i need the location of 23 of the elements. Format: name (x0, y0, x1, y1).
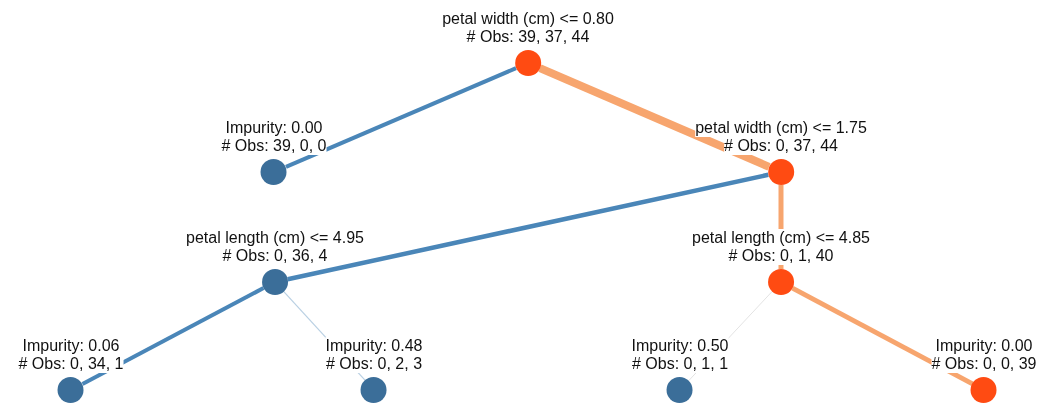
tree-branch-line (81, 286, 265, 386)
tree-branch-line (285, 66, 517, 169)
node-heading-label: Impurity: 0.06 (22, 337, 120, 355)
tree-branch-line (287, 172, 769, 282)
node-heading-label: petal length (cm) <= 4.95 (186, 229, 364, 247)
observation-count-label: # Obs: 0, 1, 1 (631, 355, 729, 373)
observation-count-label: # Obs: 0, 36, 4 (222, 247, 328, 265)
tree-branch-line (538, 64, 771, 171)
observation-count-label: # Obs: 0, 1, 40 (728, 247, 834, 265)
observation-count-label: # Obs: 0, 37, 44 (724, 137, 838, 155)
tree-branch-line (791, 285, 974, 387)
node-heading-label: Impurity: 0.48 (325, 337, 423, 355)
node-heading-label: Impurity: 0.50 (631, 337, 729, 355)
observation-count-label: # Obs: 39, 0, 0 (221, 137, 327, 155)
node-heading-label: Impurity: 0.00 (935, 337, 1033, 355)
node-heading-label: petal width (cm) <= 1.75 (695, 119, 867, 137)
node-heading-label: petal width (cm) <= 0.80 (442, 10, 614, 28)
observation-count-label: # Obs: 0, 34, 1 (18, 355, 124, 373)
node-heading-label: Impurity: 0.00 (225, 119, 323, 137)
node-heading-label: petal length (cm) <= 4.85 (692, 229, 870, 247)
observation-count-label: # Obs: 39, 37, 44 (466, 28, 590, 46)
observation-count-label: # Obs: 0, 2, 3 (325, 355, 423, 373)
observation-count-label: # Obs: 0, 0, 39 (931, 355, 1037, 373)
